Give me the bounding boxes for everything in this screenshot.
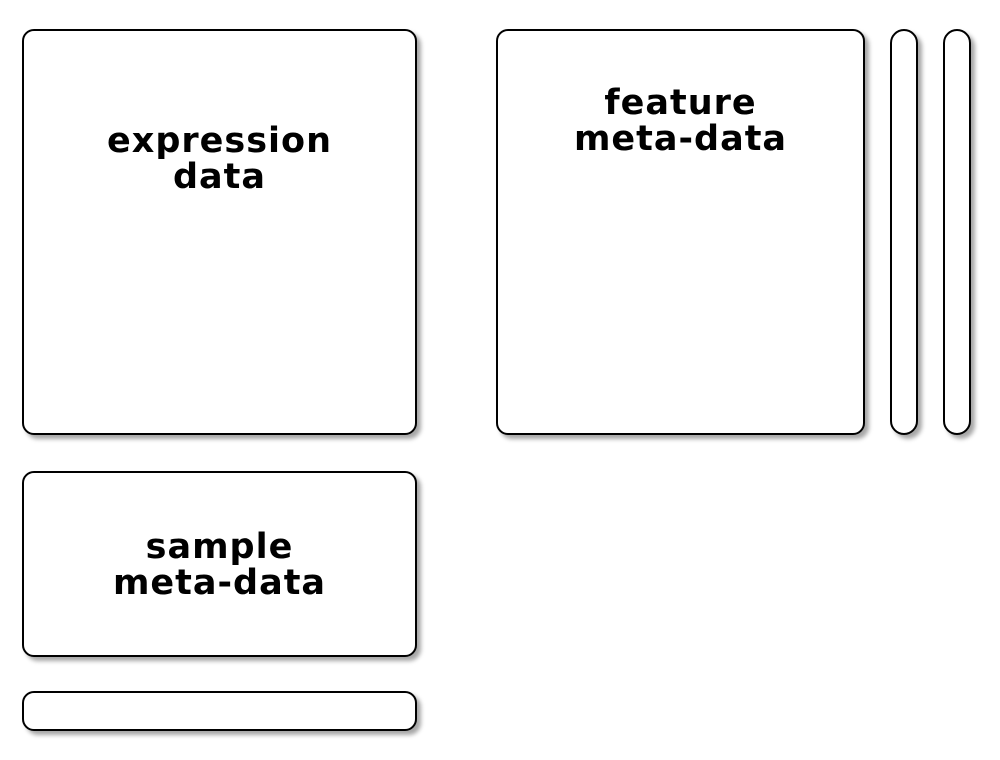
expression-data-label-line2: data [172,157,267,197]
feature-meta-data-box: feature meta-data [496,29,865,435]
sample-meta-data-label: sample meta-data [24,529,415,601]
horizontal-strip [22,691,417,731]
expression-data-label: expression data [24,123,415,195]
sample-meta-data-box: sample meta-data [22,471,417,657]
vertical-strip-2 [943,29,971,435]
feature-meta-data-label-line2: meta-data [573,119,788,159]
expression-data-box: expression data [22,29,417,435]
sample-meta-data-label-line2: meta-data [112,563,327,603]
expression-data-label-line1: expression [107,121,332,161]
feature-meta-data-label-line1: feature [604,83,757,123]
vertical-strip-1 [890,29,918,435]
feature-meta-data-label: feature meta-data [498,85,863,157]
sample-meta-data-label-line1: sample [145,527,294,567]
